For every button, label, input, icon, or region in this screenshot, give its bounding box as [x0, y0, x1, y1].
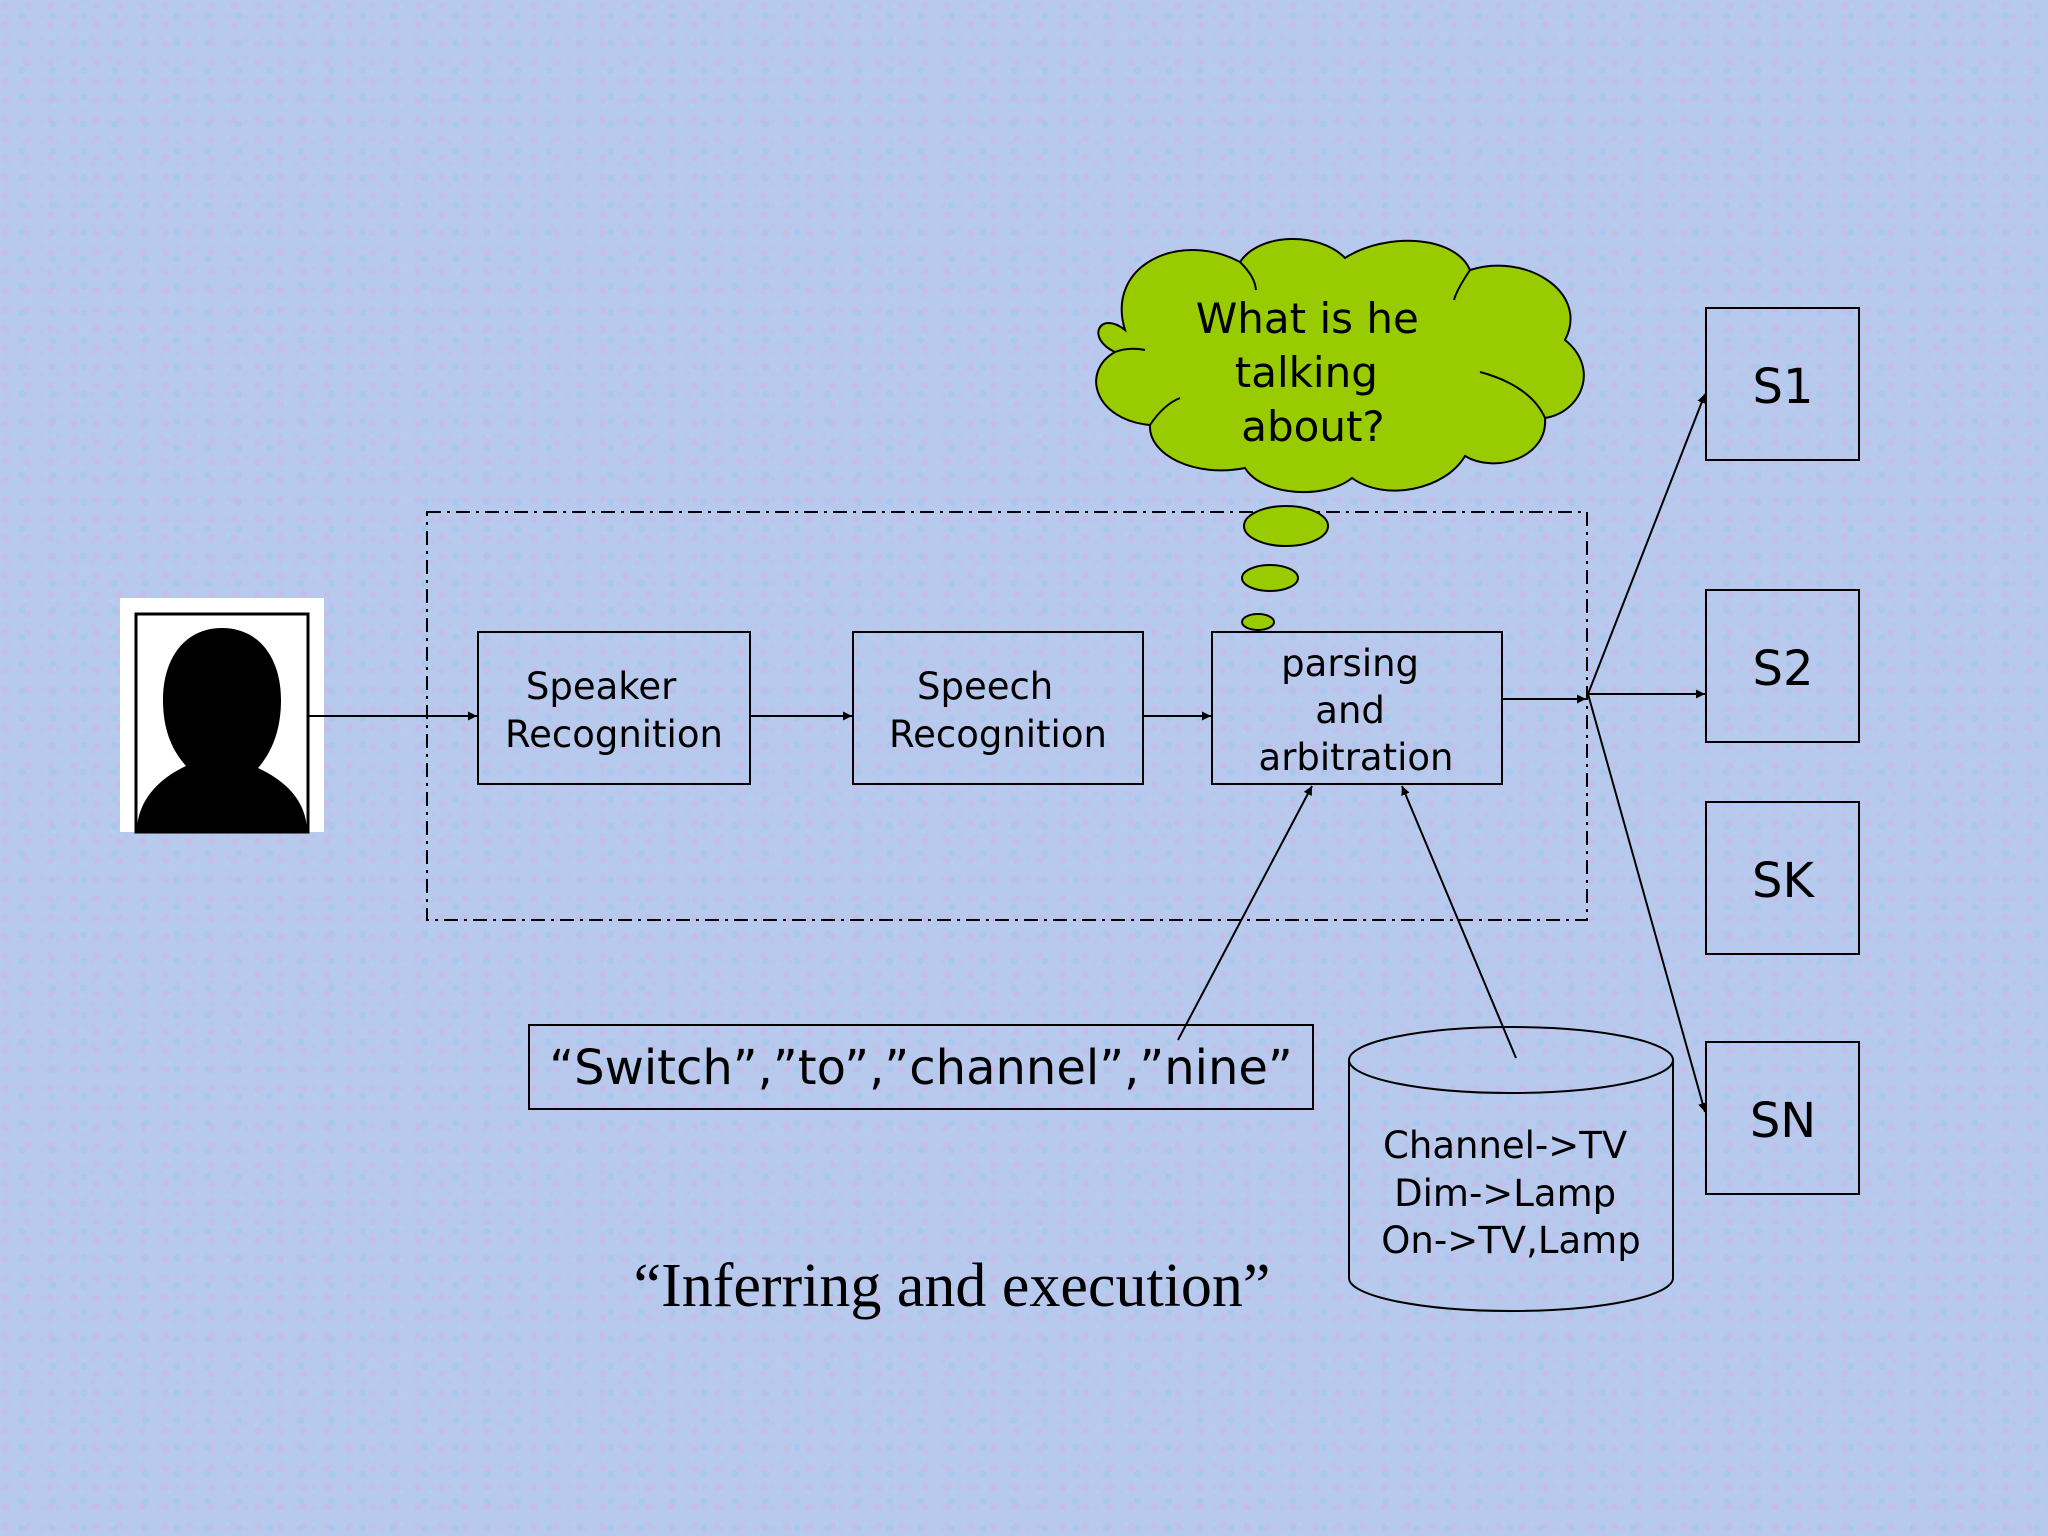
speaker-silhouette-icon — [120, 598, 324, 834]
word-list-box — [528, 1024, 1314, 1110]
service-label-s1: S1 — [1752, 359, 1813, 415]
speaker-recognition-box — [477, 631, 751, 785]
thought-cloud — [1095, 238, 1585, 631]
speaker-recognition-label: Speaker Recognition — [505, 665, 723, 756]
service-box-s2 — [1705, 589, 1860, 743]
caption: “Inferring and execution” — [634, 1252, 1271, 1320]
speech-recognition-box — [852, 631, 1144, 785]
thought-text: What is he talking about? — [1196, 294, 1432, 451]
word-list-label: “Switch”,”to”,”channel”,”nine” — [549, 1040, 1293, 1096]
arrow-database-to-parsing — [1401, 785, 1517, 1059]
service-label-s2: S2 — [1752, 641, 1813, 697]
rule-database — [1348, 1026, 1674, 1312]
arrow-word-list-to-parsing — [1177, 785, 1313, 1041]
arrow-to-s1 — [1587, 393, 1706, 695]
parsing-label: parsing and arbitration — [1259, 642, 1454, 779]
service-box-sk — [1705, 801, 1860, 955]
database-label: Channel->TV Dim->Lamp On->TV,Lamp — [1381, 1124, 1640, 1262]
service-box-s1 — [1705, 307, 1860, 461]
service-box-sn — [1705, 1041, 1860, 1195]
parsing-box — [1211, 631, 1503, 785]
service-label-sk: SK — [1752, 853, 1815, 909]
service-label-sn: SN — [1750, 1093, 1816, 1149]
arrow-to-sn — [1587, 693, 1707, 1113]
speech-recognition-label: Speech Recognition — [889, 665, 1107, 756]
